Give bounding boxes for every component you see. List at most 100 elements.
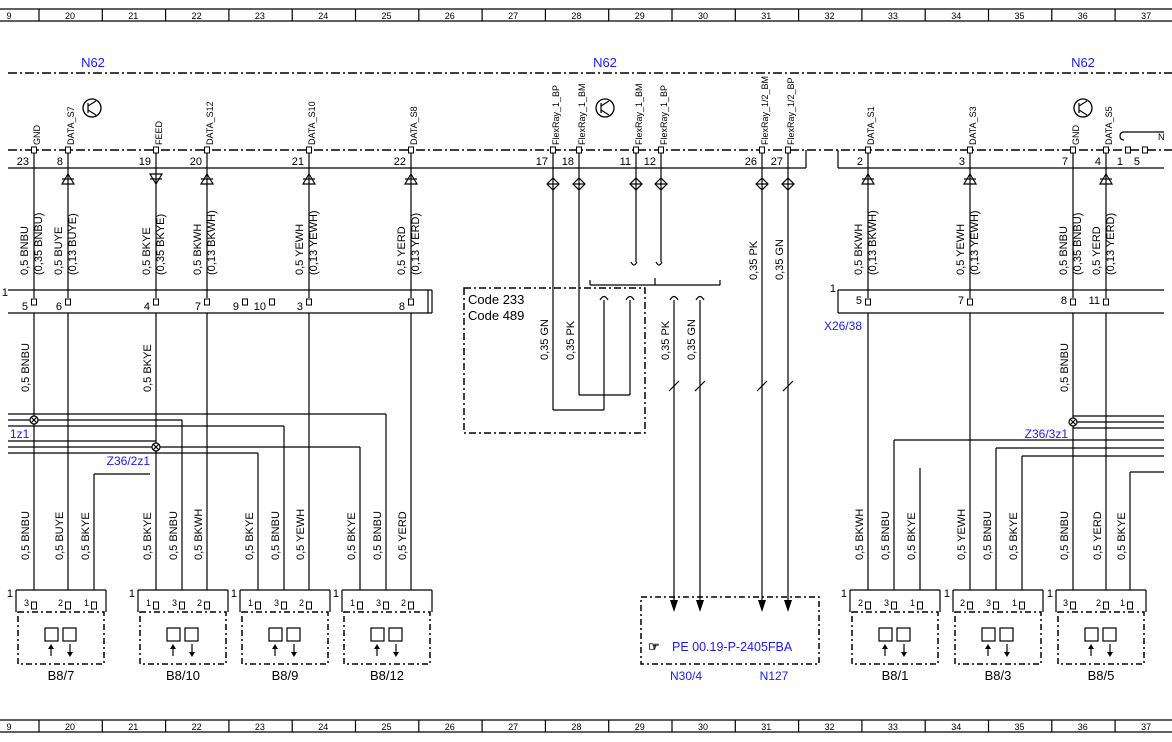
wire-spec: 0,5 BKYE: [1008, 512, 1020, 560]
sensor-label: B8/3: [985, 668, 1012, 683]
transistor-emitter: [600, 109, 610, 116]
wire-spec-alt: (0,13 BKWH): [867, 210, 879, 275]
sensor-pin: [281, 601, 287, 610]
connector-pin: [65, 298, 71, 306]
connector-pin: [1070, 298, 1076, 306]
sensor-element: [184, 627, 199, 642]
wire-spec-alt: (0,13 YEWH): [308, 210, 320, 275]
pin-marker: [576, 146, 582, 154]
pin-marker: [967, 146, 973, 154]
sensor-element: [981, 627, 996, 642]
wire-spec: 0,5 BKWH: [192, 224, 204, 275]
arrow-up-icon: [48, 644, 54, 649]
sensor-pin: [306, 601, 312, 610]
top-pin-number: 21: [292, 156, 304, 168]
wire-spec: 0,5 BNBU: [982, 511, 994, 560]
top-pin-number: 18: [562, 156, 574, 168]
sensor-box: [851, 611, 939, 665]
sensor-pin-number: 3: [274, 598, 279, 608]
sensor-pin-number: 3: [884, 598, 889, 608]
splice-label: 1z1: [10, 427, 30, 441]
sensor-pin: [357, 601, 363, 610]
sensor-pin-number: 3: [172, 598, 177, 608]
wire-spec: 0,35 PK: [565, 320, 577, 360]
wire-spec: 0,5 BNBU: [20, 343, 32, 392]
top-pin-number: 22: [394, 156, 406, 168]
top-pin-number: 7: [1062, 156, 1068, 168]
sensor-pin: [1070, 601, 1076, 610]
sensor-pin-number: 1: [1012, 598, 1017, 608]
wire-spec-alt: (0,13 YERD): [410, 213, 422, 275]
sensor-pin-number: 2: [299, 598, 304, 608]
connector-pin-number: 3: [297, 301, 303, 313]
sensor-element: [1102, 627, 1117, 642]
top-pin-number: 27: [771, 156, 783, 168]
wire-break: [630, 261, 638, 266]
connector-pin-number: 8: [399, 301, 405, 313]
wire-spec-alt: (0,35 BNBU): [33, 213, 45, 275]
ruler-col-37: 37: [1141, 722, 1151, 732]
top-pin-signal: FlexRay_1_BP: [551, 85, 561, 145]
wire-spec: 0,5 BNBU: [270, 511, 282, 560]
transistor-icon: [1073, 98, 1093, 118]
sensor-pin1: 1: [1047, 588, 1053, 600]
sensor-pin-number: 3: [24, 598, 29, 608]
code-label: Code 233: [468, 292, 524, 307]
wire-spec: 0,5 BKWH: [193, 509, 205, 560]
ruler-col-9: 9: [6, 722, 11, 732]
splice-cross: [30, 416, 38, 424]
wire-spec: 0,5 BKYE: [906, 512, 918, 560]
wire-spec: 0,5 BKYE: [141, 227, 153, 275]
pin-marker: [1103, 146, 1109, 154]
top-pin-signal: DATA_S5: [1104, 106, 1114, 145]
transistor-collector: [87, 100, 97, 107]
wire-spec: 0,5 YERD: [396, 226, 408, 275]
connector-pin: [31, 298, 37, 306]
connector-pin-number: 8: [1061, 295, 1067, 307]
module-label: N62: [81, 55, 105, 70]
ruler-col-34: 34: [951, 11, 961, 21]
wire-spec: 0,5 BNBU: [880, 511, 892, 560]
ruler-col-32: 32: [825, 722, 835, 732]
code-label: Code 489: [468, 308, 524, 323]
connector-pin: [1103, 298, 1109, 306]
wire-spec-alt: (0,13 YEWH): [969, 210, 981, 275]
sensor-element: [999, 627, 1014, 642]
top-pin-number: 19: [139, 156, 151, 168]
connector-pin-number: 9: [233, 301, 239, 313]
sensor-element: [44, 627, 59, 642]
wire-spec: 0,5 YEWH: [294, 224, 306, 275]
ruler-col-35: 35: [1014, 11, 1024, 21]
ruler-col-20: 20: [65, 722, 75, 732]
transistor-emitter: [87, 109, 97, 116]
top-pin-signal: FlexRay_1_BM: [577, 83, 587, 145]
sensor-pin-number: 2: [401, 598, 406, 608]
sensor-pin: [1019, 601, 1025, 610]
sensor-pin: [865, 601, 871, 610]
pin-marker: [1125, 146, 1131, 154]
sensor-pin-number: 3: [376, 598, 381, 608]
top-pin-number: 26: [745, 156, 757, 168]
sensor-pin-number: 1: [1120, 598, 1125, 608]
transistor-icon: [82, 98, 102, 118]
top-pin-number: 1: [1117, 156, 1123, 168]
connector-pin: [865, 298, 871, 306]
wire-twist: [694, 380, 706, 392]
sensor-pin: [891, 601, 897, 610]
wire-spec: 0,5 BNBU: [20, 511, 32, 560]
arrow-down-icon: [393, 652, 399, 657]
wire-spec: 0,5 YEWH: [956, 509, 968, 560]
ruler-col-24: 24: [318, 722, 328, 732]
connector-pin: [204, 298, 210, 306]
ruler-col-28: 28: [571, 722, 581, 732]
arrow-down-icon: [1004, 652, 1010, 657]
pin-marker: [31, 146, 37, 154]
arrow-up-icon: [1088, 644, 1094, 649]
reference-box: [640, 596, 820, 665]
sensor-pin: [967, 601, 973, 610]
top-pin-number: 8: [57, 156, 63, 168]
top-pin-signal: GND: [32, 125, 42, 146]
edge-wire: [1119, 131, 1164, 141]
pointing-hand-icon: ☞: [648, 639, 660, 654]
